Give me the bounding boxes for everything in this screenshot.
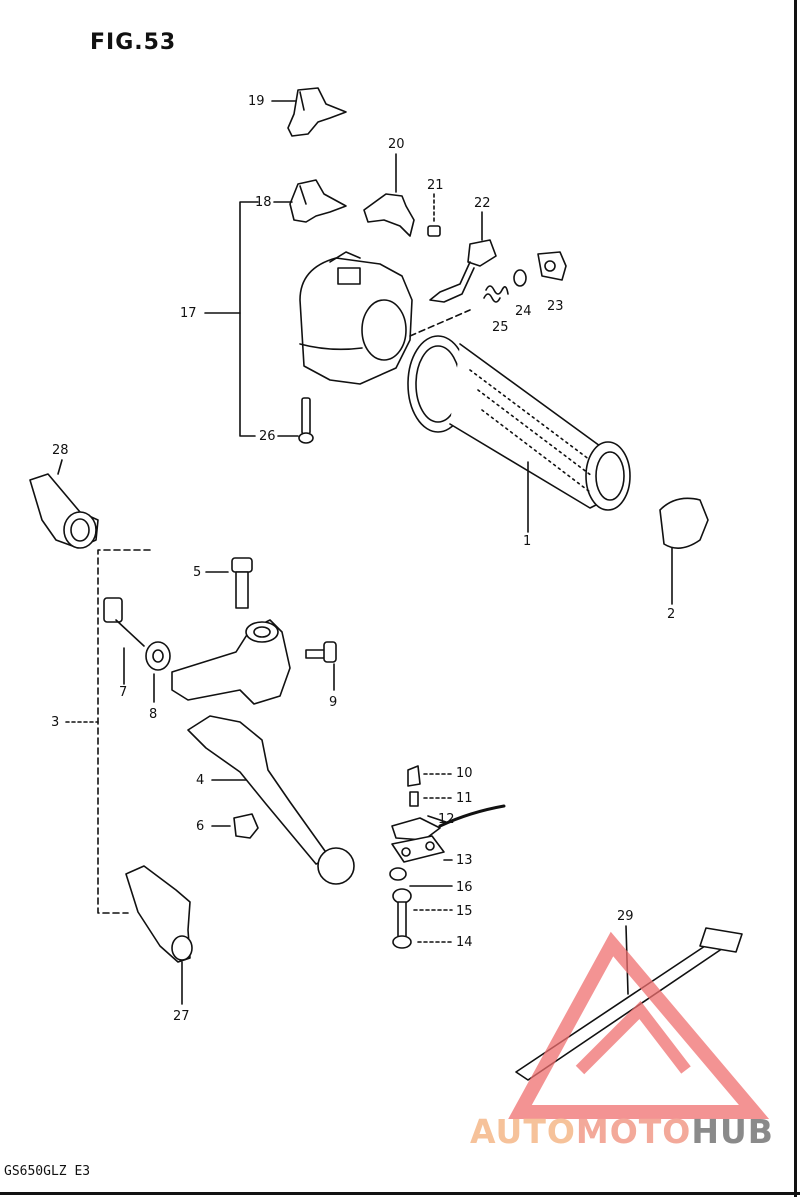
callout-5: 5	[193, 565, 202, 580]
callout-15: 15	[456, 904, 473, 919]
callout-27: 27	[173, 1009, 190, 1024]
callout-29: 29	[617, 909, 634, 924]
callout-3: 3	[51, 715, 60, 730]
part-6-clip	[211, 813, 259, 839]
watermark-logo	[508, 931, 770, 1119]
part-16-washer	[389, 867, 453, 887]
callout-12: 12	[438, 812, 455, 827]
watermark-text: AUTOMOTOHUB	[470, 1112, 774, 1151]
watermark-moto: MOTO	[575, 1112, 692, 1151]
callout-7: 7	[119, 685, 128, 700]
callout-16: 16	[456, 880, 473, 895]
part-21-screw	[427, 193, 441, 237]
callout-11: 11	[456, 791, 473, 806]
part-22-bracket	[429, 211, 497, 303]
part-14-screw	[392, 901, 453, 949]
part-25-spring	[483, 285, 509, 303]
watermark-auto: AUTO	[470, 1112, 576, 1151]
callout-17: 17	[180, 306, 197, 321]
part-8-nut	[145, 641, 171, 703]
callout-22: 22	[474, 196, 491, 211]
callout-26: 26	[259, 429, 276, 444]
callout-14: 14	[456, 935, 473, 950]
part-28-boot	[29, 459, 99, 549]
part-9-screw	[305, 641, 337, 691]
figure-title: FIG.53	[90, 30, 177, 55]
bracket-group-17	[239, 201, 259, 437]
callout-10: 10	[456, 766, 473, 781]
part-19-cap	[271, 87, 347, 137]
callout-8: 8	[149, 707, 158, 722]
bracket-group-3	[97, 549, 151, 914]
part-24-washer	[513, 269, 527, 287]
part-18-cap	[273, 179, 347, 223]
callout-4: 4	[196, 773, 205, 788]
callout-20: 20	[388, 137, 405, 152]
callout-13: 13	[456, 853, 473, 868]
part-20-cam	[363, 153, 415, 237]
lever-holder	[171, 619, 291, 705]
part-17-housing	[299, 251, 471, 385]
frame-right-edge	[794, 0, 797, 1197]
part-15-washer	[392, 888, 453, 911]
part-4-lever	[187, 715, 355, 885]
callout-24: 24	[515, 304, 532, 319]
part-10-cap	[407, 765, 453, 787]
callout-1: 1	[523, 534, 532, 549]
part-5-bolt	[205, 557, 253, 609]
callout-6: 6	[196, 819, 205, 834]
part-13-bracket	[391, 835, 453, 863]
model-code: GS650GLZ E3	[4, 1164, 91, 1179]
callout-23: 23	[547, 299, 564, 314]
callout-25: 25	[492, 320, 509, 335]
frame-bottom-edge	[0, 1192, 800, 1195]
callout-2: 2	[667, 607, 676, 622]
part-1-grip	[407, 335, 631, 533]
watermark-hub: HUB	[691, 1112, 774, 1151]
part-26-screw	[277, 397, 314, 444]
part-23-nut	[537, 251, 567, 281]
callout-28: 28	[52, 443, 69, 458]
callout-21: 21	[427, 178, 444, 193]
part-27-boot	[125, 865, 193, 1005]
part-12-switch	[391, 804, 506, 841]
part-11-pin	[409, 791, 453, 807]
callout-18: 18	[255, 195, 272, 210]
part-2-end-cap	[659, 497, 709, 605]
part-7-bolt	[103, 597, 145, 685]
callout-19: 19	[248, 94, 265, 109]
callout-9: 9	[329, 695, 338, 710]
